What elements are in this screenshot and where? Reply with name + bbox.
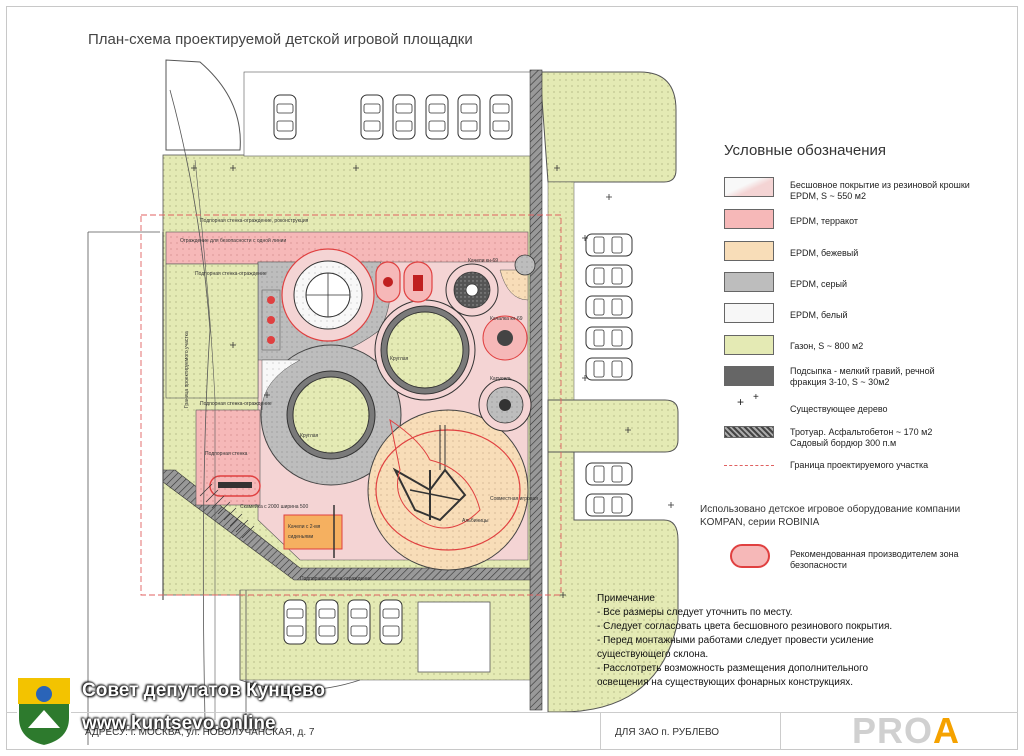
svg-text:сиденьями: сиденьями <box>288 534 314 540</box>
legend-text-rubber: Бесшовное покрытие из резиновой крошки E… <box>790 180 970 201</box>
svg-text:Скамейка с 2000 ширина 500: Скамейка с 2000 ширина 500 <box>240 503 308 510</box>
svg-text:Подпорная стенка-ограждение, р: Подпорная стенка-ограждение, роконструкц… <box>200 218 309 224</box>
svg-text:Альбиницы: Альбиницы <box>462 518 489 524</box>
legend-swatch-gravel <box>724 366 774 386</box>
svg-text:Подпорная стенка-ограждение: Подпорная стенка-ограждение <box>300 576 372 582</box>
notes-heading: Примечание <box>597 593 655 604</box>
equipment-note: Использовано детское игровое оборудовани… <box>700 504 961 528</box>
footer-divider <box>780 712 781 750</box>
brand-logo: PROA <box>852 710 961 751</box>
svg-text:Граница проектируемого участка: Граница проектируемого участка <box>184 331 190 408</box>
svg-text:Круглая: Круглая <box>390 356 409 362</box>
svg-text:Подпорная стенка: Подпорная стенка <box>205 451 248 457</box>
legend-text-boundary: Граница проектируемого участка <box>790 460 929 470</box>
legend-text-grey: EPDM, серый <box>790 279 848 289</box>
legend-text-lawn: Газон, S ~ 800 м2 <box>790 341 864 351</box>
watermark-title: Совет депутатов Кунцево <box>82 680 325 701</box>
coat-of-arms-icon <box>17 677 71 748</box>
svg-text:Подпорная стенка-ограждение: Подпорная стенка-ограждение <box>200 401 272 407</box>
notes-line: - Следует согласовать цвета бесшовного р… <box>597 621 893 632</box>
svg-text:Совместная игровая: Совместная игровая <box>490 496 538 502</box>
legend-swatch-grey <box>724 272 774 292</box>
svg-text:Качели с 2-мя: Качели с 2-мя <box>288 524 321 530</box>
notes-line: существующего склона. <box>597 649 709 660</box>
drawing-frame <box>6 6 1018 750</box>
notes-line: - Расслотреть возможность размещения доп… <box>597 663 869 674</box>
legend-text-beige: EPDM, бежевый <box>790 248 859 258</box>
legend-text-tree: Существующее дерево <box>790 404 888 414</box>
notes-block: Примечание - Все размеры следует уточнит… <box>597 592 892 690</box>
legend-swatch-asphalt <box>724 426 774 438</box>
safety-zone-icon <box>730 544 770 568</box>
watermark-url[interactable]: www.kuntsevo.online <box>82 713 276 734</box>
legend-text-asphalt: Тротуар. Асфальтобетон ~ 170 м2 Садовый … <box>790 427 933 448</box>
legend-text-white: EPDM, белый <box>790 310 848 320</box>
svg-text:Круглая: Круглая <box>300 433 319 439</box>
svg-text:Качели кн-69: Качели кн-69 <box>468 258 498 264</box>
svg-text:Карусель: Карусель <box>490 376 512 382</box>
svg-text:Качалка кн-69: Качалка кн-69 <box>490 316 523 322</box>
legend-text-gravel: Подсыпка - мелкий гравий, речной фракция… <box>790 366 935 387</box>
tree-icon: + <box>753 392 759 403</box>
svg-text:Ограждение для безопасности с: Ограждение для безопасности с одной лини… <box>180 237 286 244</box>
footer-divider <box>6 712 1018 713</box>
legend-swatch-boundary <box>724 465 774 466</box>
legend-swatch-terracotta <box>724 209 774 229</box>
tree-icon: + <box>737 395 745 409</box>
legend-swatch-rubber <box>724 177 774 197</box>
safety-zone-text: Рекомендованная производителем зона безо… <box>790 549 959 570</box>
plan-title: План-схема проектируемой детской игровой… <box>88 31 473 48</box>
legend-swatch-white <box>724 303 774 323</box>
footer-divider <box>600 712 601 750</box>
legend-text-terracotta: EPDM, терракот <box>790 216 859 226</box>
notes-line: - Все размеры следует уточнить по месту. <box>597 607 793 618</box>
footer-address: АДРЕСУ: г. МОСКВА, ул. НОВОЛУЧАНСКАЯ, д.… <box>85 727 315 738</box>
legend-swatch-lawn <box>724 335 774 355</box>
legend-title: Условные обозначения <box>724 142 887 159</box>
legend-swatch-beige <box>724 241 774 261</box>
svg-text:Подпорная стенка-ограждение: Подпорная стенка-ограждение <box>195 271 267 277</box>
notes-line: освещения на существующих фонарных конст… <box>597 677 854 688</box>
footer-client: ДЛЯ ЗАО п. РУБЛЕВО <box>615 727 720 738</box>
notes-line: - Перед монтажными работами следует пров… <box>597 635 874 646</box>
